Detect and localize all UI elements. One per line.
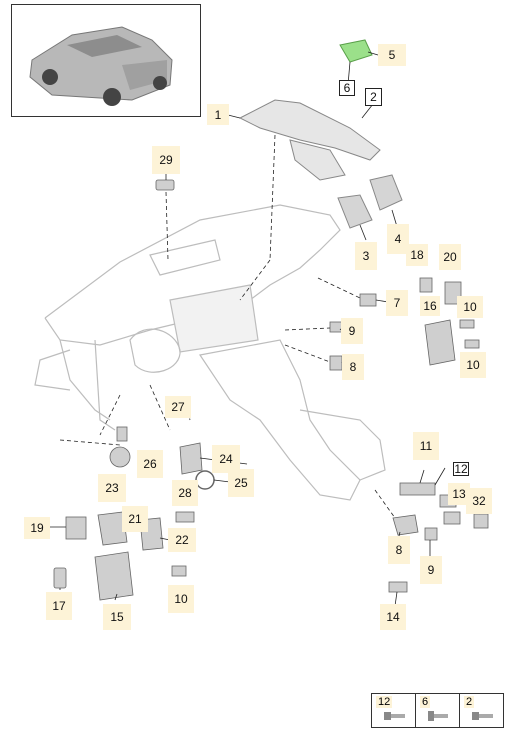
callout-24: 24 [212,445,240,473]
screw-icon [472,712,493,720]
callout-22: 22 [168,528,196,552]
callout-4: 4 [387,224,409,254]
callout-12: 12 [453,462,469,476]
legend-cell-12: 12 [372,694,416,727]
callout-2: 2 [365,88,382,106]
callout-8b: 8 [388,536,410,564]
legend-number-2: 2 [464,696,475,708]
callout-14: 14 [380,604,406,630]
fastener-legend: 12 6 2 [371,693,504,728]
callout-10c: 10 [168,585,194,613]
callout-25: 25 [228,469,254,497]
callout-15: 15 [103,604,131,630]
legend-cell-2: 2 [460,694,503,727]
vehicle-thumbnail [11,4,201,117]
callout-19: 19 [24,517,50,539]
callout-10b: 10 [460,352,486,378]
callout-11: 11 [413,432,439,460]
callout-7: 7 [386,290,408,316]
callout-23: 23 [98,474,126,502]
callout-21: 21 [122,506,148,532]
callout-6: 6 [339,80,355,96]
callout-20: 20 [439,244,461,270]
callout-29: 29 [152,146,180,174]
screw-icon [384,712,405,720]
callout-17: 17 [46,592,72,620]
suv-illustration [29,26,173,106]
callout-8a: 8 [342,354,364,380]
legend-cell-6: 6 [416,694,460,727]
callout-32: 32 [466,488,492,514]
callout-9b: 9 [420,556,442,584]
callout-13: 13 [448,483,470,505]
callout-5: 5 [378,44,406,66]
legend-number-12: 12 [376,696,393,708]
screw-icon [428,711,448,721]
highlighted-part [339,39,373,63]
callout-3: 3 [355,242,377,270]
callout-27: 27 [165,396,191,418]
callout-16: 16 [420,296,440,316]
callout-9a: 9 [341,318,363,344]
callout-26: 26 [137,450,163,478]
callout-18: 18 [406,244,428,266]
callout-28: 28 [172,480,198,506]
legend-number-6: 6 [420,696,431,708]
callout-10a: 10 [457,296,483,318]
callout-1: 1 [207,104,229,125]
